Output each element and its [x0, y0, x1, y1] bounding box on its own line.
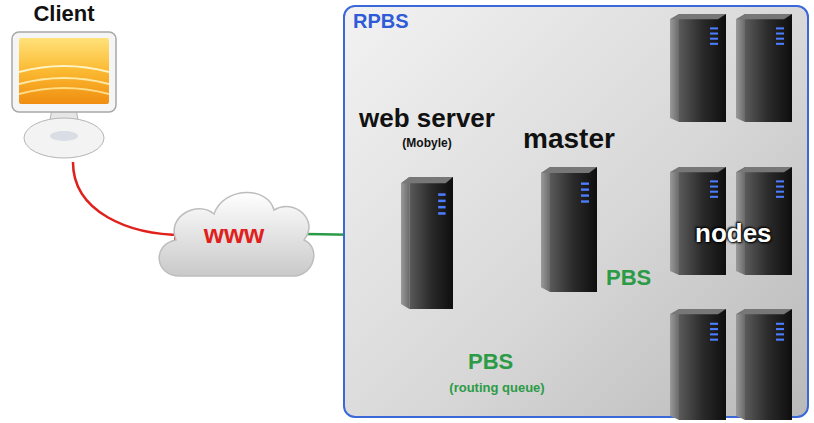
monitor-frame	[12, 32, 116, 112]
master-server: master	[519, 120, 619, 292]
monitor-screen	[19, 38, 109, 104]
server-tower	[541, 167, 597, 292]
server-tower-shape	[670, 309, 726, 420]
server-tower	[401, 177, 453, 309]
server-tower	[670, 14, 726, 122]
region-title: RPBS	[353, 10, 409, 32]
server-tower	[670, 309, 726, 420]
region-box: web server (Mobyle) master nodes RPBS	[343, 5, 809, 418]
server-tower	[736, 14, 792, 122]
screen-highlight	[19, 78, 109, 84]
server-tower-shape	[401, 177, 453, 309]
node-label: master	[523, 124, 615, 155]
node-sublabel: (Mobyle)	[402, 137, 451, 150]
edge-label: PBS	[606, 266, 651, 290]
server-tower-shape	[736, 309, 792, 420]
web-server: web server (Mobyle)	[350, 102, 504, 309]
computer-base	[24, 118, 104, 158]
node-label: nodes	[695, 219, 772, 248]
node-label: Client	[33, 2, 94, 26]
node-label: www	[204, 220, 265, 249]
internet-cloud: www	[150, 180, 318, 290]
edge-label: PBS	[468, 350, 513, 374]
cloud-outline	[159, 192, 314, 276]
compute-nodes: nodes	[670, 14, 805, 420]
server-tower-shape	[541, 167, 597, 292]
server-tower-shape	[736, 14, 792, 122]
flow-arrow	[73, 162, 184, 235]
computer-icon	[8, 32, 120, 160]
screen-highlight	[19, 66, 109, 72]
server-tower-shape	[670, 14, 726, 122]
client-computer: Client	[8, 2, 120, 162]
node-label: web server	[359, 104, 495, 133]
server-tower	[736, 309, 792, 420]
queue-note: (routing queue)	[449, 381, 544, 395]
base-logo	[50, 131, 78, 141]
screen-highlight	[19, 88, 109, 94]
